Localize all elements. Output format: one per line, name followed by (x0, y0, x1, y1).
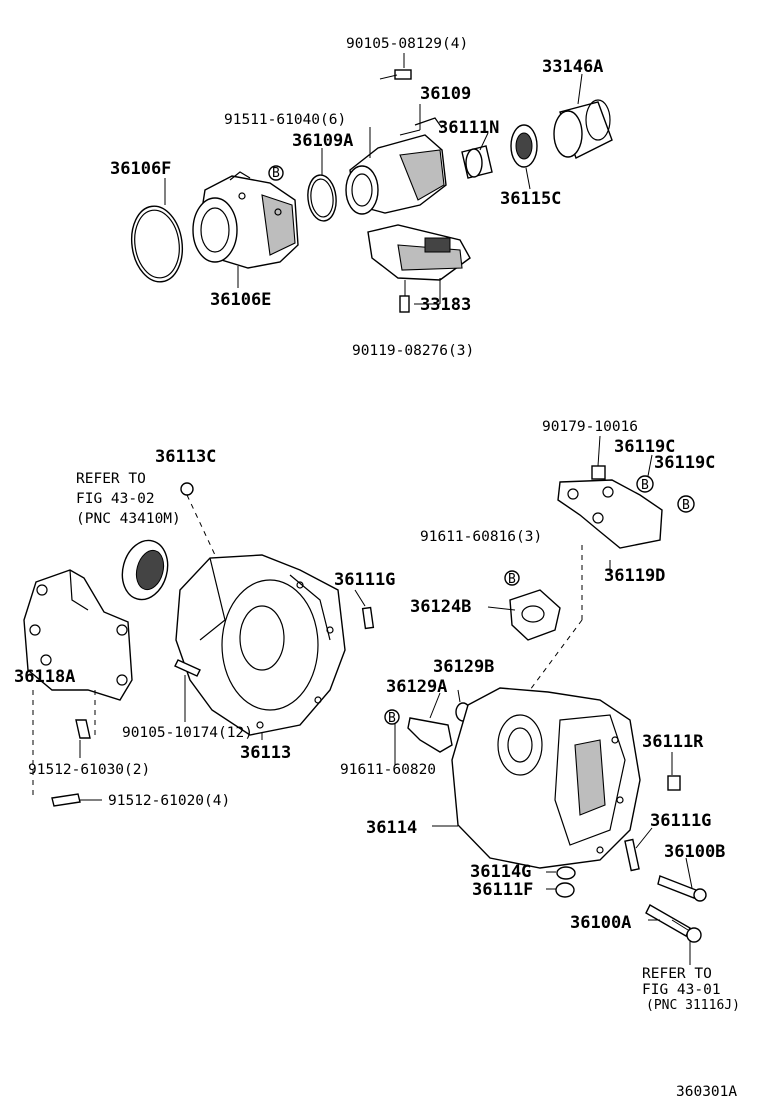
label-36100B: 36100B (664, 842, 725, 862)
label-36106E: 36106E (210, 290, 271, 310)
label-90105-08129: 90105-08129(4) (346, 36, 468, 52)
refer-to-1: REFER TO (76, 471, 146, 487)
svg-text:B: B (272, 166, 280, 181)
bolt-90105-10174-icon (174, 659, 201, 677)
label-91611-60816: 91611-60816(3) (420, 529, 542, 545)
label-36111F: 36111F (472, 880, 533, 900)
label-36109: 36109 (420, 84, 471, 104)
label-36119C-2: 36119C (654, 453, 715, 473)
part-36111N-sleeve (461, 145, 493, 179)
label-36109A: 36109A (292, 131, 353, 151)
label-91611-60820: 91611-60820 (340, 762, 436, 778)
part-36106F-oring (130, 205, 184, 283)
label-91512-61020: 91512-61020(4) (108, 793, 230, 809)
label-36111R: 36111R (642, 732, 704, 752)
part-36109A-oring (307, 174, 337, 222)
bolt-90119-08276-icon (399, 280, 410, 313)
bolt-91512-61020-icon (51, 793, 81, 807)
part-36119D-bracket (557, 479, 663, 549)
part-36124B-plate (509, 589, 561, 641)
part-36129A-clip (407, 717, 453, 753)
label-36100A: 36100A (570, 913, 631, 933)
part-36113-front-case (175, 554, 346, 736)
bolt-36100A-icon (645, 904, 702, 943)
label-36113: 36113 (240, 743, 291, 763)
label-36119C-1: 36119C (614, 437, 675, 457)
label-36114G: 36114G (470, 862, 531, 882)
part-36115C-seal (510, 124, 538, 168)
part-36109-extension-housing (345, 117, 447, 215)
svg-text:B: B (641, 478, 649, 493)
svg-text:B: B (682, 498, 690, 513)
svg-text:B: B (388, 711, 396, 726)
refer-pnc-43410M: (PNC 43410M) (76, 511, 181, 527)
part-36106E-housing (192, 171, 299, 269)
bolt-36100B-icon (657, 875, 707, 902)
label-33183: 33183 (420, 295, 471, 315)
label-90179-10016: 90179-10016 (542, 419, 638, 435)
part-oil-seal-43410M (121, 539, 169, 601)
label-36114: 36114 (366, 818, 417, 838)
part-36111G-pin-1 (361, 606, 375, 630)
label-33146A: 33146A (542, 57, 603, 77)
nut-90179-10016-icon (591, 465, 606, 480)
figure-id: 360301A (676, 1084, 737, 1100)
part-36118A-bracket (23, 569, 133, 701)
part-33183-retainer (367, 224, 471, 281)
refer-fig-43-02: FIG 43-02 (76, 491, 155, 507)
marker-b-91611-60816: B (504, 570, 520, 587)
part-36111G-pin-2 (624, 838, 640, 872)
label-36119D: 36119D (604, 566, 665, 586)
label-36111G-2: 36111G (650, 811, 711, 831)
label-36113C: 36113C (155, 447, 216, 467)
label-36129B: 36129B (433, 657, 494, 677)
marker-b-91511: B (268, 165, 284, 181)
bolt-91512-61030-icon (75, 719, 91, 739)
label-36118A: 36118A (14, 667, 75, 687)
label-91511-61040: 91511-61040(6) (224, 112, 346, 128)
label-36115C: 36115C (500, 189, 561, 209)
label-36129A: 36129A (386, 677, 447, 697)
marker-b-36119C-2: B (677, 495, 695, 513)
refer-pnc-31116J: (PNC 31116J) (646, 998, 740, 1013)
marker-b-36119C-1: B (636, 475, 654, 493)
part-36111R-plug (667, 775, 681, 791)
bolt-90105-08129-icon (379, 69, 412, 80)
part-36111F-plug (555, 882, 575, 898)
part-36114G-gasket (556, 866, 576, 880)
part-33146A-dust-cover (553, 99, 613, 159)
label-90105-10174: 90105-10174(12) (122, 725, 253, 741)
label-36106F: 36106F (110, 159, 171, 179)
label-36111G-1: 36111G (334, 570, 395, 590)
label-90119-08276: 90119-08276(3) (352, 343, 474, 359)
marker-36113C-icon (180, 482, 194, 496)
label-36124B: 36124B (410, 597, 471, 617)
refer-to-2: REFER TO (642, 966, 712, 982)
label-91512-61030: 91512-61030(2) (28, 762, 150, 778)
refer-fig-43-01: FIG 43-01 (642, 982, 721, 998)
label-36111N: 36111N (438, 118, 499, 138)
svg-text:B: B (508, 572, 516, 587)
part-36114-rear-case (451, 687, 641, 869)
marker-b-91611-60820: B (384, 709, 400, 726)
